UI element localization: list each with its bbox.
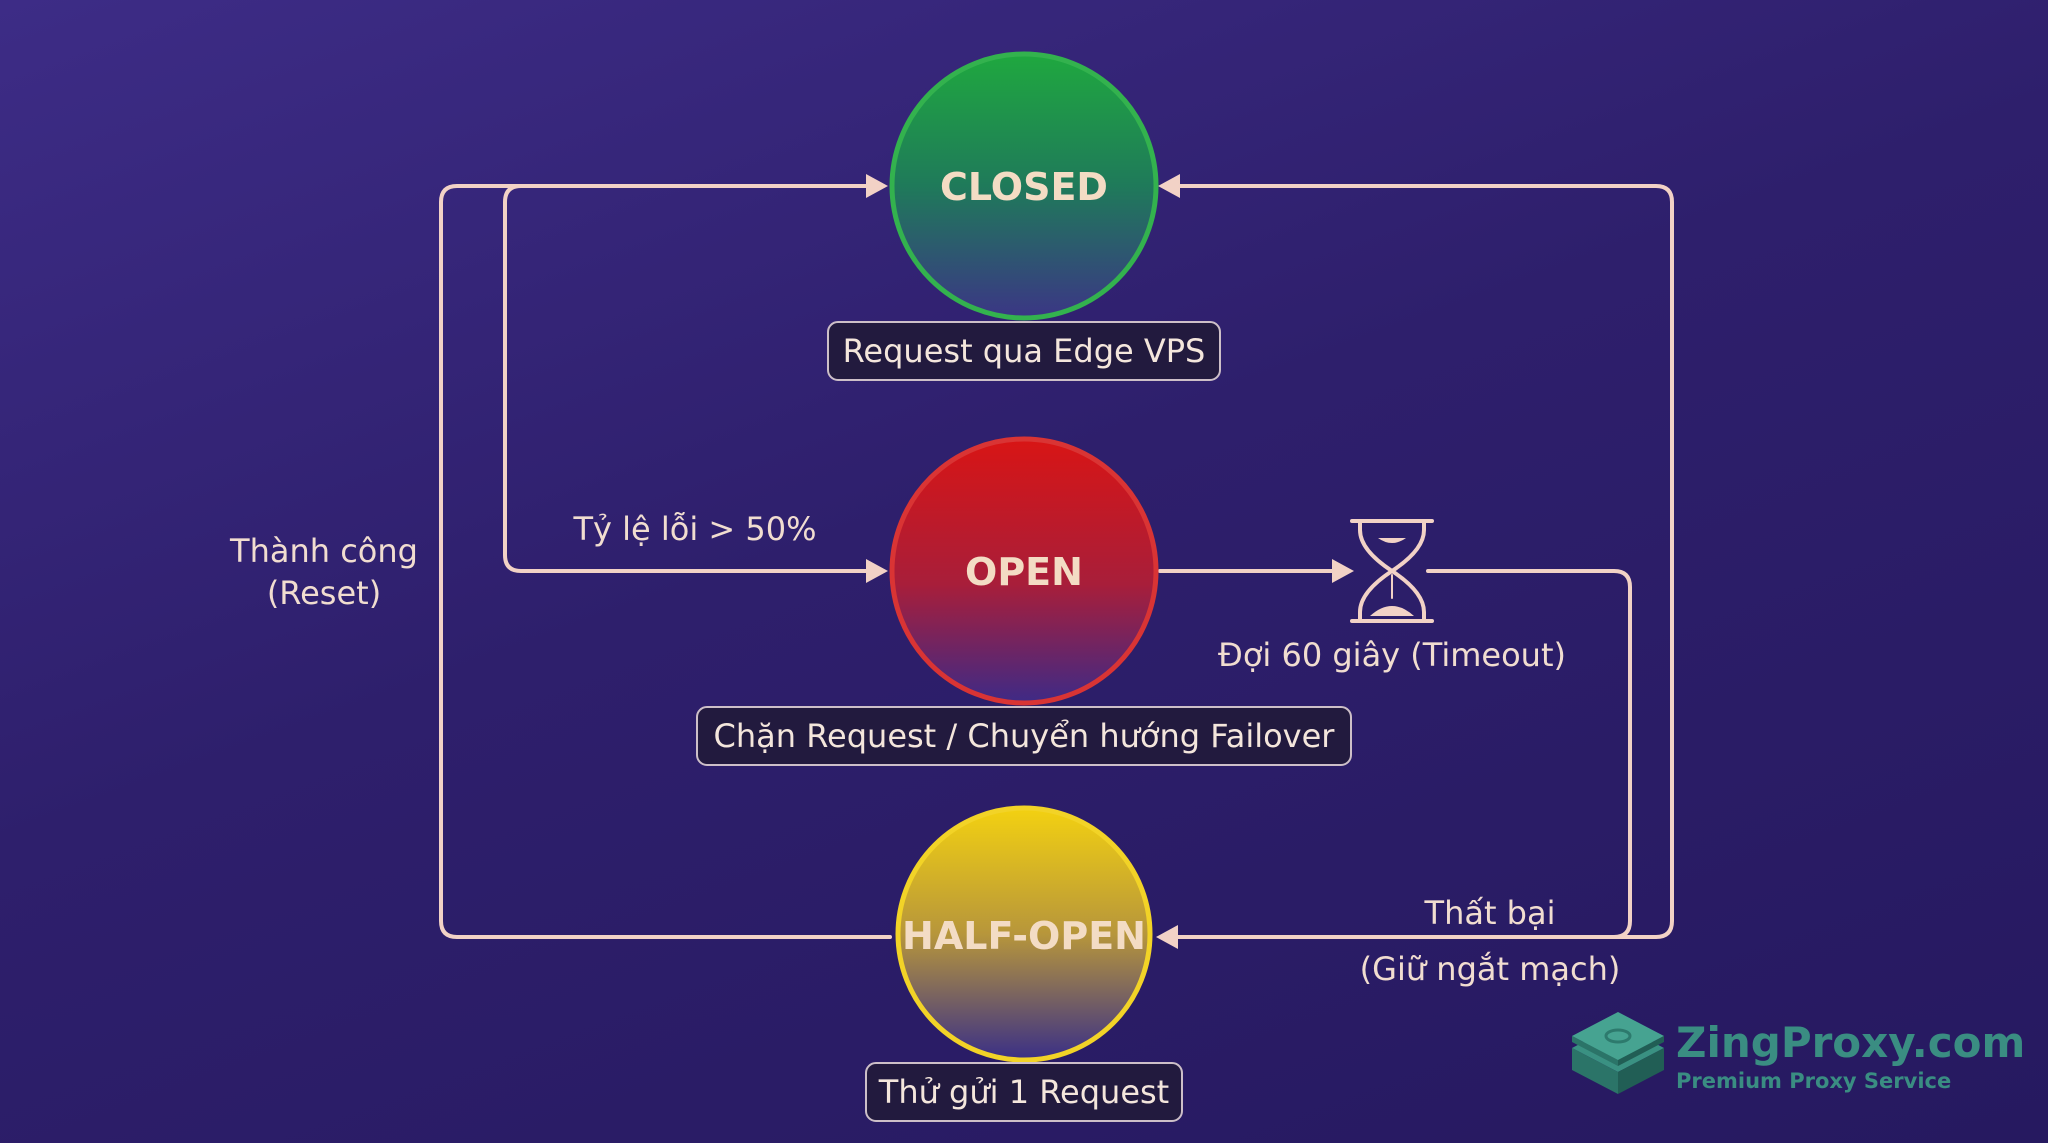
label-error-rate: Tỷ lệ lỗi > 50%: [572, 510, 816, 548]
label-timeout: Đợi 60 giây (Timeout): [1218, 636, 1566, 674]
halfopen-state-label: HALF-OPEN: [902, 914, 1146, 958]
arrow-head-into-halfopen: [1156, 925, 1178, 949]
open-desc: Chặn Request / Chuyển hướng Failover: [714, 717, 1336, 755]
edge-halfopen-to-closed: [439, 184, 892, 939]
open-state-node: [889, 436, 1159, 706]
label-fail-line2: (Giữ ngắt mạch): [1360, 950, 1621, 988]
edge-closed-to-open: [503, 184, 882, 573]
logo-name: ZingProxy.com: [1676, 1018, 2025, 1067]
logo-tagline: Premium Proxy Service: [1676, 1069, 1951, 1093]
hourglass-icon: [1350, 519, 1434, 623]
label-success-line2: (Reset): [267, 574, 381, 612]
label-success-line1: Thành công: [229, 532, 418, 570]
arrow-head-into-timer: [1332, 559, 1354, 583]
closed-state-node: [889, 51, 1159, 321]
open-state-label: OPEN: [965, 550, 1083, 594]
halfopen-desc: Thử gửi 1 Request: [878, 1073, 1169, 1111]
arrow-head-into-open: [866, 559, 888, 583]
edge-halfopen-to-closed-fail: [1168, 184, 1674, 939]
arrow-head-into-closed-right: [1158, 174, 1180, 198]
halfopen-desc-box: [865, 1062, 1183, 1122]
label-fail-line1: Thất bại: [1424, 894, 1556, 932]
open-desc-box: [696, 706, 1352, 766]
proxy-box-icon: [1572, 1012, 1664, 1094]
closed-state-label: CLOSED: [940, 165, 1108, 209]
halfopen-state-node: [895, 805, 1153, 1063]
closed-desc: Request qua Edge VPS: [843, 332, 1206, 370]
closed-desc-box: [827, 321, 1221, 381]
